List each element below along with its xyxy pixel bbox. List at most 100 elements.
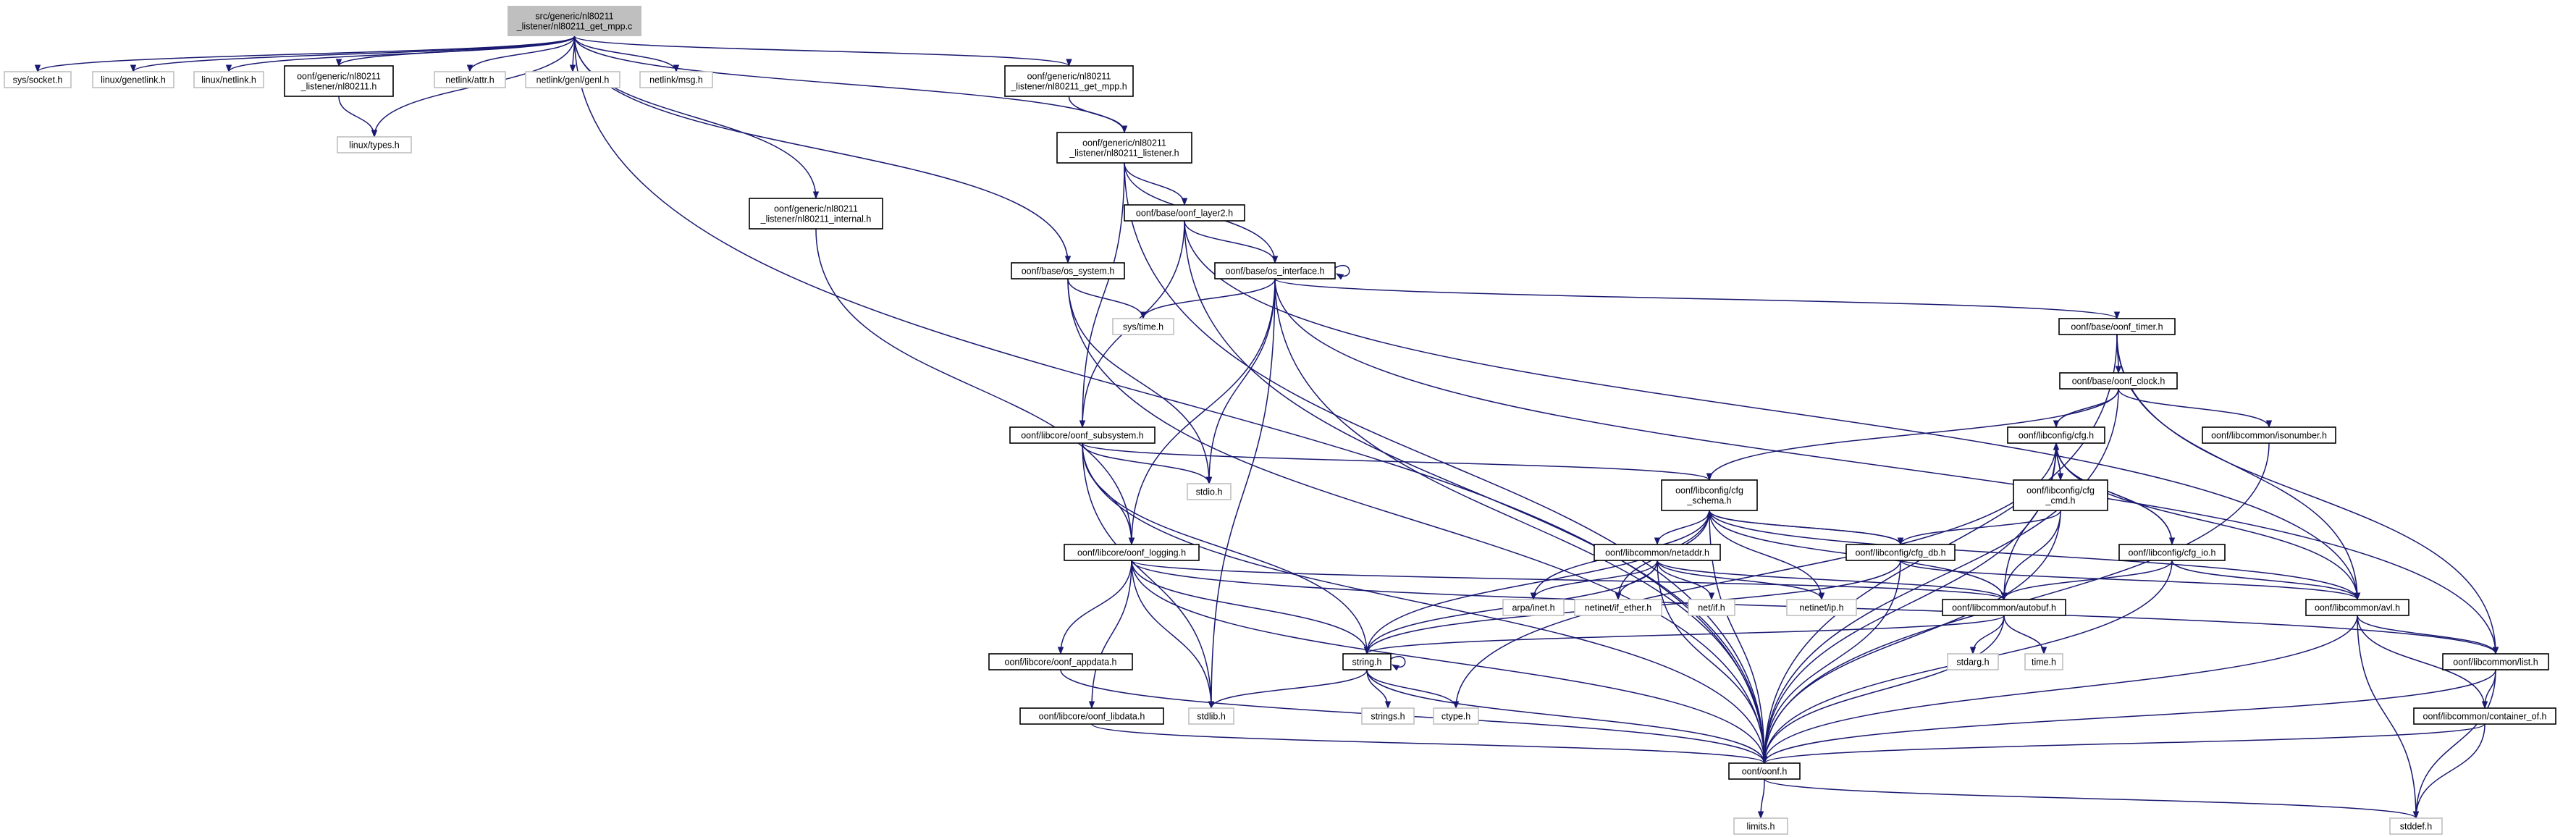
node-box bbox=[1064, 544, 1200, 561]
node-container-of[interactable]: oonf/libcommon/container_of.h bbox=[2413, 707, 2556, 725]
node-box bbox=[2413, 707, 2556, 725]
edge-cfg-schema-to-avl bbox=[1709, 510, 2361, 601]
node-os-system[interactable]: oonf/base/os_system.h bbox=[1011, 262, 1125, 279]
node-oonf-layer2[interactable]: oonf/base/oonf_layer2.h bbox=[1124, 204, 1245, 222]
edge-line bbox=[2118, 388, 2273, 429]
node-cfg-db[interactable]: oonf/libconfig/cfg_db.h bbox=[1845, 544, 1956, 561]
node-internal-h[interactable]: oonf/generic/nl80211_listener/nl80211_in… bbox=[749, 198, 883, 230]
node-label: oonf/libcommon/autobuf.h bbox=[1952, 603, 2056, 613]
node-arpa-inet[interactable]: arpa/inet.h bbox=[1502, 599, 1565, 616]
edge-root-to-linux-genetlink bbox=[130, 35, 576, 73]
edge-os-interface-to-oonf-timer bbox=[1274, 278, 2120, 320]
node-isonumber[interactable]: oonf/libcommon/isonumber.h bbox=[2202, 426, 2336, 444]
edge-line bbox=[1761, 388, 2119, 765]
node-label: linux/types.h bbox=[349, 140, 400, 151]
node-oonf-h[interactable]: oonf/oonf.h bbox=[1728, 762, 1801, 780]
node-netlink-attr[interactable]: netlink/attr.h bbox=[434, 71, 506, 88]
edge-oonf-subsystem-to-cfg-schema bbox=[1082, 442, 1712, 481]
node-box bbox=[1056, 132, 1192, 164]
edge-line bbox=[1657, 560, 1715, 601]
node-linux-netlink[interactable]: linux/netlink.h bbox=[193, 71, 264, 88]
node-cfg-h[interactable]: oonf/libconfig/cfg.h bbox=[2007, 426, 2105, 444]
edge-netaddr-to-netinet-ip bbox=[1657, 560, 1825, 601]
node-label: stdarg.h bbox=[1956, 657, 1989, 668]
node-stdarg[interactable]: stdarg.h bbox=[1947, 653, 1999, 670]
edge-os-interface-to-os-interface bbox=[1334, 265, 1350, 280]
edge-cfg-schema-to-netaddr bbox=[1654, 510, 1710, 546]
node-strings-h[interactable]: strings.h bbox=[1361, 707, 1415, 725]
node-netlink-genl[interactable]: netlink/genl/genl.h bbox=[525, 71, 620, 88]
node-netinet-ip[interactable]: netinet/ip.h bbox=[1786, 599, 1857, 616]
node-sys-socket[interactable]: sys/socket.h bbox=[4, 71, 72, 88]
node-box bbox=[1004, 65, 1134, 97]
edge-oonf-logging-to-autobuf bbox=[1131, 560, 2007, 601]
node-label: oonf/libcore/oonf_subsystem.h bbox=[1021, 431, 1144, 441]
node-label: oonf/libcore/oonf_appdata.h bbox=[1005, 657, 1117, 668]
node-linux-types[interactable]: linux/types.h bbox=[337, 136, 412, 153]
node-avl[interactable]: oonf/libcommon/avl.h bbox=[2305, 599, 2409, 616]
node-cfg-io[interactable]: oonf/libconfig/cfg_io.h bbox=[2118, 544, 2226, 561]
node-box bbox=[1733, 817, 1788, 835]
node-ctype[interactable]: ctype.h bbox=[1433, 707, 1479, 725]
edge-line bbox=[1082, 442, 1712, 481]
node-label: oonf/libconfig/cfg.h bbox=[2019, 431, 2094, 441]
node-autobuf[interactable]: oonf/libcommon/autobuf.h bbox=[1942, 599, 2066, 616]
node-netlink-msg[interactable]: netlink/msg.h bbox=[639, 71, 713, 88]
edge-container-of-to-oonf-h bbox=[1761, 723, 2485, 765]
edge-line bbox=[1205, 278, 1276, 485]
edge-line bbox=[2357, 615, 2499, 655]
edge-root-to-get-mpp-h bbox=[573, 35, 1072, 67]
node-box bbox=[1112, 318, 1174, 335]
node-netaddr[interactable]: oonf/libcommon/netaddr.h bbox=[1594, 544, 1721, 561]
node-stddef[interactable]: stddef.h bbox=[2389, 817, 2443, 835]
node-box bbox=[1502, 599, 1565, 616]
node-linux-genetlink[interactable]: linux/genetlink.h bbox=[92, 71, 174, 88]
node-stdio[interactable]: stdio.h bbox=[1187, 483, 1232, 500]
node-listener-h[interactable]: oonf/generic/nl80211_listener/nl80211_li… bbox=[1056, 132, 1192, 164]
node-label: oonf/base/oonf_layer2.h bbox=[1136, 209, 1233, 219]
edge-listener-h-to-oonf-layer2 bbox=[1124, 162, 1188, 206]
node-nl80211-h[interactable]: oonf/generic/nl80211_listener/nl80211.h bbox=[284, 65, 394, 97]
edge-cfg-db-to-avl bbox=[1900, 560, 2360, 601]
edge-line bbox=[573, 35, 1072, 67]
node-oonf-clock[interactable]: oonf/base/oonf_clock.h bbox=[2059, 372, 2178, 390]
node-sys-time[interactable]: sys/time.h bbox=[1112, 318, 1174, 335]
edge-os-system-to-oonf-h bbox=[1067, 278, 1768, 765]
node-label: sys/socket.h bbox=[13, 75, 63, 85]
node-root[interactable]: src/generic/nl80211_listener/nl80211_get… bbox=[508, 6, 641, 36]
node-stdlib[interactable]: stdlib.h bbox=[1188, 707, 1234, 725]
node-time-h[interactable]: time.h bbox=[2024, 653, 2063, 670]
node-os-interface[interactable]: oonf/base/os_interface.h bbox=[1214, 262, 1336, 279]
edge-line bbox=[1274, 278, 1768, 765]
edge-cfg-db-to-oonf-h bbox=[1761, 560, 1901, 765]
node-string-h[interactable]: string.h bbox=[1342, 653, 1392, 670]
node-cfg-schema[interactable]: oonf/libconfig/cfg_schema.h bbox=[1661, 479, 1758, 511]
edge-line bbox=[1654, 510, 1710, 546]
node-label: netlink/attr.h bbox=[445, 75, 494, 85]
edge-autobuf-to-string-h bbox=[1364, 615, 2005, 655]
node-box bbox=[2024, 653, 2063, 670]
node-oonf-libdata[interactable]: oonf/libcore/oonf_libdata.h bbox=[1019, 707, 1164, 725]
node-box bbox=[1214, 262, 1336, 279]
node-oonf-logging[interactable]: oonf/libcore/oonf_logging.h bbox=[1064, 544, 1200, 561]
node-box bbox=[1009, 426, 1156, 444]
node-if-ether[interactable]: netinet/if_ether.h bbox=[1574, 599, 1662, 616]
edge-os-interface-to-stdlib bbox=[1208, 278, 1276, 710]
node-oonf-subsystem[interactable]: oonf/libcore/oonf_subsystem.h bbox=[1009, 426, 1156, 444]
edge-os-system-to-sys-time bbox=[1067, 278, 1147, 320]
edge-netaddr-to-net-if bbox=[1657, 560, 1715, 601]
node-net-if[interactable]: net/if.h bbox=[1688, 599, 1735, 616]
edge-line bbox=[2000, 510, 2061, 601]
edge-cfg-schema-to-netinet-ip bbox=[1709, 510, 1825, 601]
node-oonf-appdata[interactable]: oonf/libcore/oonf_appdata.h bbox=[988, 653, 1133, 670]
node-list-h[interactable]: oonf/libcommon/list.h bbox=[2442, 653, 2549, 670]
edge-oonf-logging-to-oonf-libdata bbox=[1088, 560, 1132, 710]
node-limits[interactable]: limits.h bbox=[1733, 817, 1788, 835]
edge-line bbox=[2357, 615, 2488, 710]
edge-line bbox=[1657, 560, 1825, 601]
node-get-mpp-h[interactable]: oonf/generic/nl80211_listener/nl80211_ge… bbox=[1004, 65, 1134, 97]
node-label: sys/time.h bbox=[1123, 322, 1163, 332]
edge-avl-to-container-of bbox=[2357, 615, 2488, 710]
node-oonf-timer[interactable]: oonf/base/oonf_timer.h bbox=[2058, 318, 2176, 335]
node-cfg-cmd[interactable]: oonf/libconfig/cfg_cmd.h bbox=[2013, 479, 2108, 511]
